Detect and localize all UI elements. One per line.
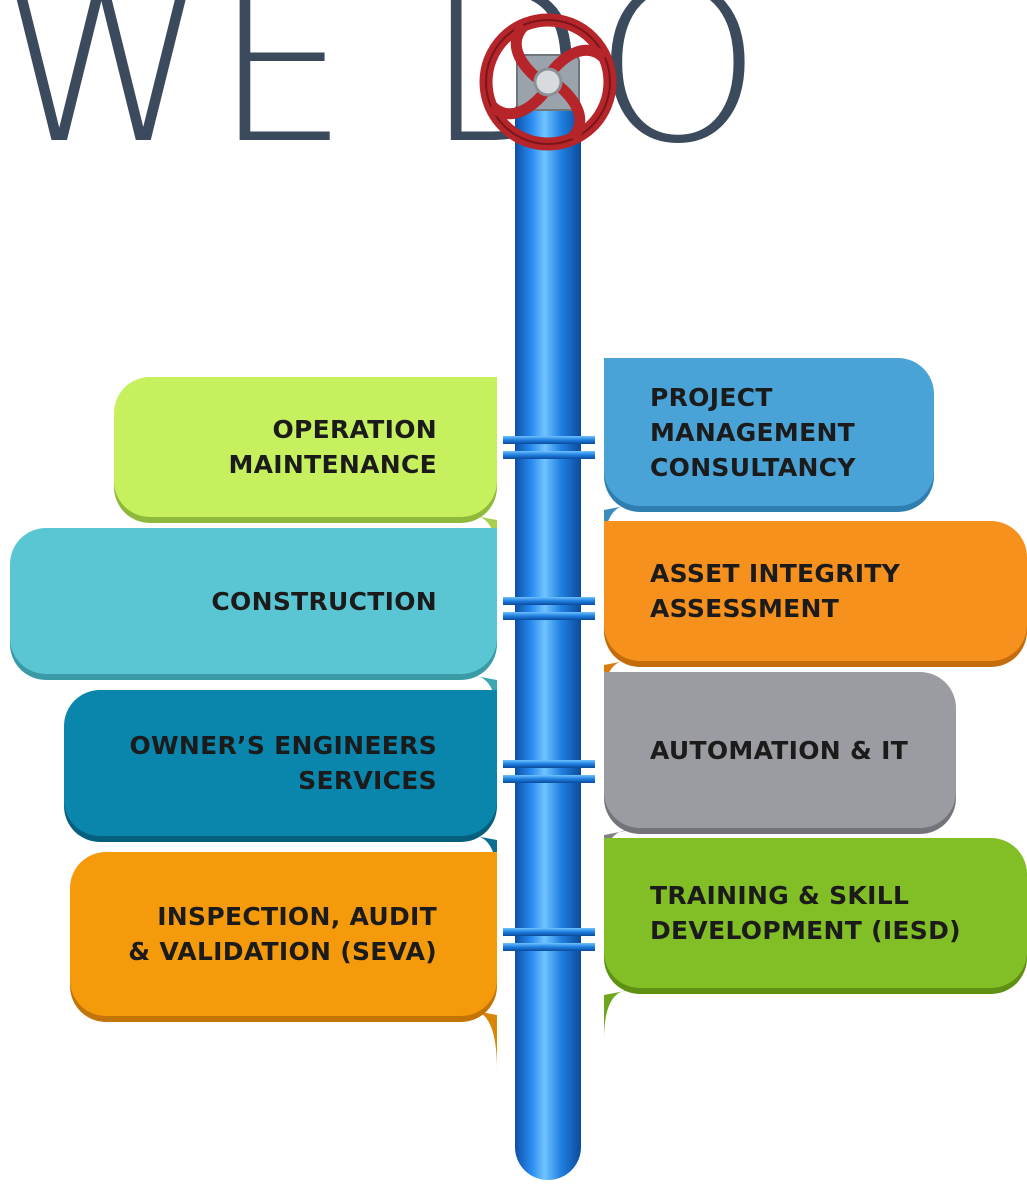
valve-wheel-icon <box>479 13 617 151</box>
pipe <box>515 80 581 1180</box>
pipe-flanges <box>503 436 595 951</box>
card-label-line: SERVICES <box>298 766 437 795</box>
card-label-line: MANAGEMENT <box>650 417 856 447</box>
card-operation-maintenance: OPERATION MAINTENANCE <box>114 377 497 517</box>
card-label-line: INSPECTION, AUDIT <box>157 902 437 931</box>
card-project-management-consultancy: PROJECT MANAGEMENT CONSULTANCY <box>604 358 934 506</box>
card-label-line: AUTOMATION & IT <box>650 735 909 765</box>
card-label-line: TRAINING & SKILL <box>650 881 910 910</box>
card-label-line: PROJECT <box>650 382 773 412</box>
card-label-line: OPERATION <box>272 415 437 444</box>
card-label-line: & VALIDATION (SEVA) <box>128 937 437 966</box>
card-label-line: OWNER’S ENGINEERS <box>129 731 437 760</box>
page-title: WE DO <box>0 0 767 191</box>
card-label-line: CONSTRUCTION <box>211 586 437 616</box>
card-label-line: DEVELOPMENT (IESD) <box>650 916 961 945</box>
card-owners-engineers-services: OWNER’S ENGINEERS SERVICES <box>64 690 497 836</box>
card-construction: CONSTRUCTION <box>10 528 497 674</box>
card-label-line: ASSESSMENT <box>650 594 840 623</box>
card-asset-integrity-assessment: ASSET INTEGRITY ASSESSMENT <box>604 521 1027 661</box>
card-inspection-audit-validation: INSPECTION, AUDIT & VALIDATION (SEVA) <box>70 852 497 1016</box>
card-training-skill-development: TRAINING & SKILL DEVELOPMENT (IESD) <box>604 838 1027 988</box>
card-label-line: ASSET INTEGRITY <box>650 559 901 588</box>
card-label-line: MAINTENANCE <box>228 450 437 479</box>
card-label-line: CONSULTANCY <box>650 452 856 482</box>
card-automation-it: AUTOMATION & IT <box>604 672 956 828</box>
